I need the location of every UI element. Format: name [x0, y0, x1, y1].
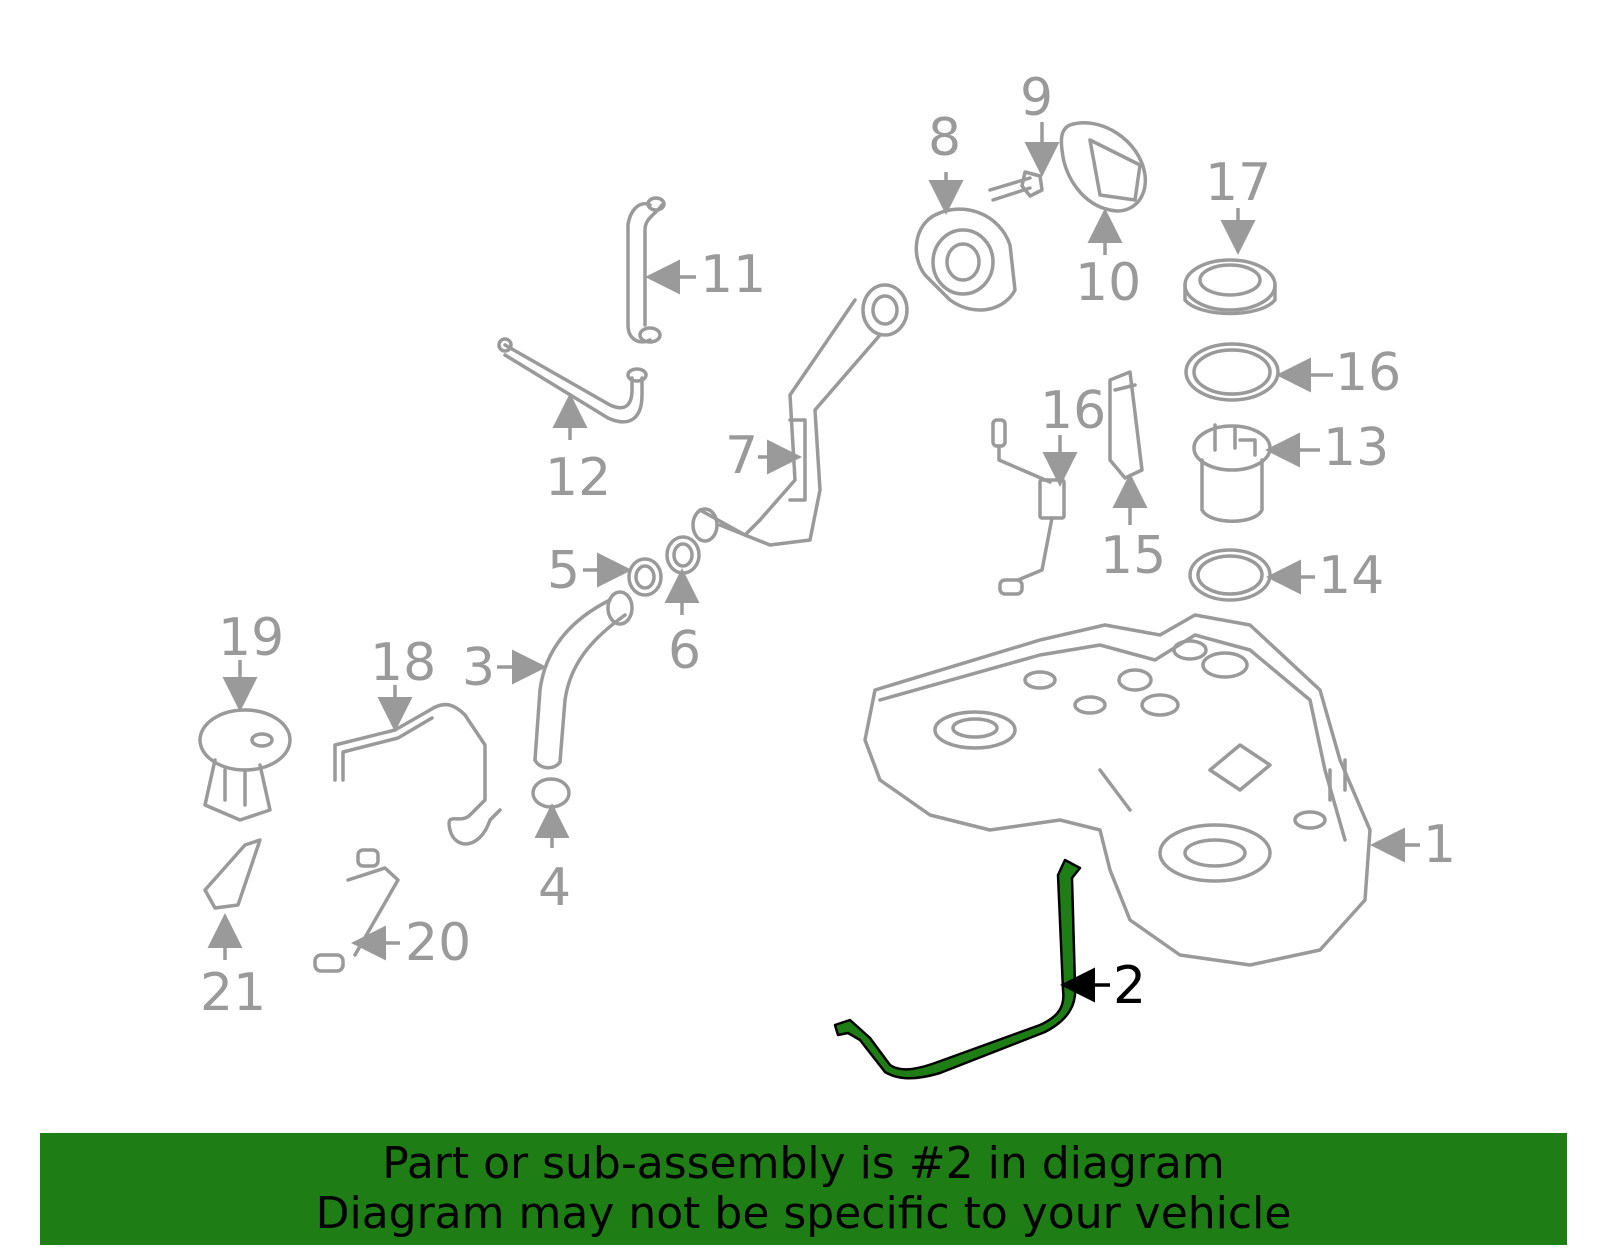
callout-6: 6	[668, 621, 701, 681]
part-16-sender-lower	[313, 848, 400, 973]
callout-12: 12	[545, 448, 611, 508]
part-15-bracket	[1108, 370, 1144, 480]
part-21-bracket	[203, 838, 262, 910]
part-6-clamp	[665, 535, 701, 575]
callout-17: 16	[1335, 343, 1401, 403]
callout-16-lower: 20	[405, 913, 471, 973]
part-3-filler-hose	[533, 590, 634, 770]
part-12-hose	[497, 337, 648, 424]
callout-16-upper: 16	[1040, 381, 1106, 441]
callout-14: 14	[1318, 546, 1384, 606]
callout-8: 8	[928, 108, 961, 168]
part-17-gasket	[1184, 342, 1280, 402]
callout-13: 13	[1323, 418, 1389, 478]
part-11-vent-hose	[626, 196, 666, 344]
part-4-clamp	[531, 777, 571, 809]
part-19-fuel-line	[333, 702, 502, 846]
callout-18: 17	[1205, 153, 1271, 213]
part-14-seal	[1188, 548, 1272, 602]
callout-1: 1	[1423, 815, 1456, 875]
callout-labels: 9 8 17 10 11 16 16 13 7 12 15 14 5 6 19 …	[200, 68, 1456, 1023]
callout-7: 7	[725, 426, 758, 486]
part-7-filler-neck	[691, 283, 909, 547]
part-20-pump-bracket	[198, 708, 292, 822]
callout-11: 11	[700, 245, 766, 305]
part-2-tank-strap	[833, 858, 1082, 1080]
part-16-sender-upper	[991, 418, 1066, 596]
part-9-bolt	[988, 170, 1044, 202]
callout-21: 21	[200, 963, 266, 1023]
part-1-fuel-tank	[863, 613, 1372, 967]
callout-4: 4	[538, 858, 571, 918]
leader-lines	[207, 122, 1420, 1003]
callout-10: 10	[1075, 253, 1141, 313]
callout-5: 5	[547, 541, 580, 601]
callout-19: 18	[370, 633, 436, 693]
callout-9: 9	[1020, 68, 1053, 128]
banner-line-1: Part or sub-assembly is #2 in diagram	[382, 1138, 1225, 1189]
part-18-lock-ring	[1183, 258, 1277, 316]
callout-15: 15	[1100, 526, 1166, 586]
banner-line-2: Diagram may not be specific to your vehi…	[315, 1188, 1292, 1239]
callout-3: 3	[462, 638, 495, 698]
callout-2: 2	[1113, 956, 1146, 1016]
part-13-fuel-filter	[1192, 423, 1272, 523]
part-10-fuel-door	[1059, 121, 1147, 213]
part-5-clamp	[627, 557, 663, 597]
part-8-filler-housing	[914, 207, 1017, 312]
callout-20: 19	[218, 608, 284, 668]
info-banner: Part or sub-assembly is #2 in diagram Di…	[40, 1133, 1567, 1245]
